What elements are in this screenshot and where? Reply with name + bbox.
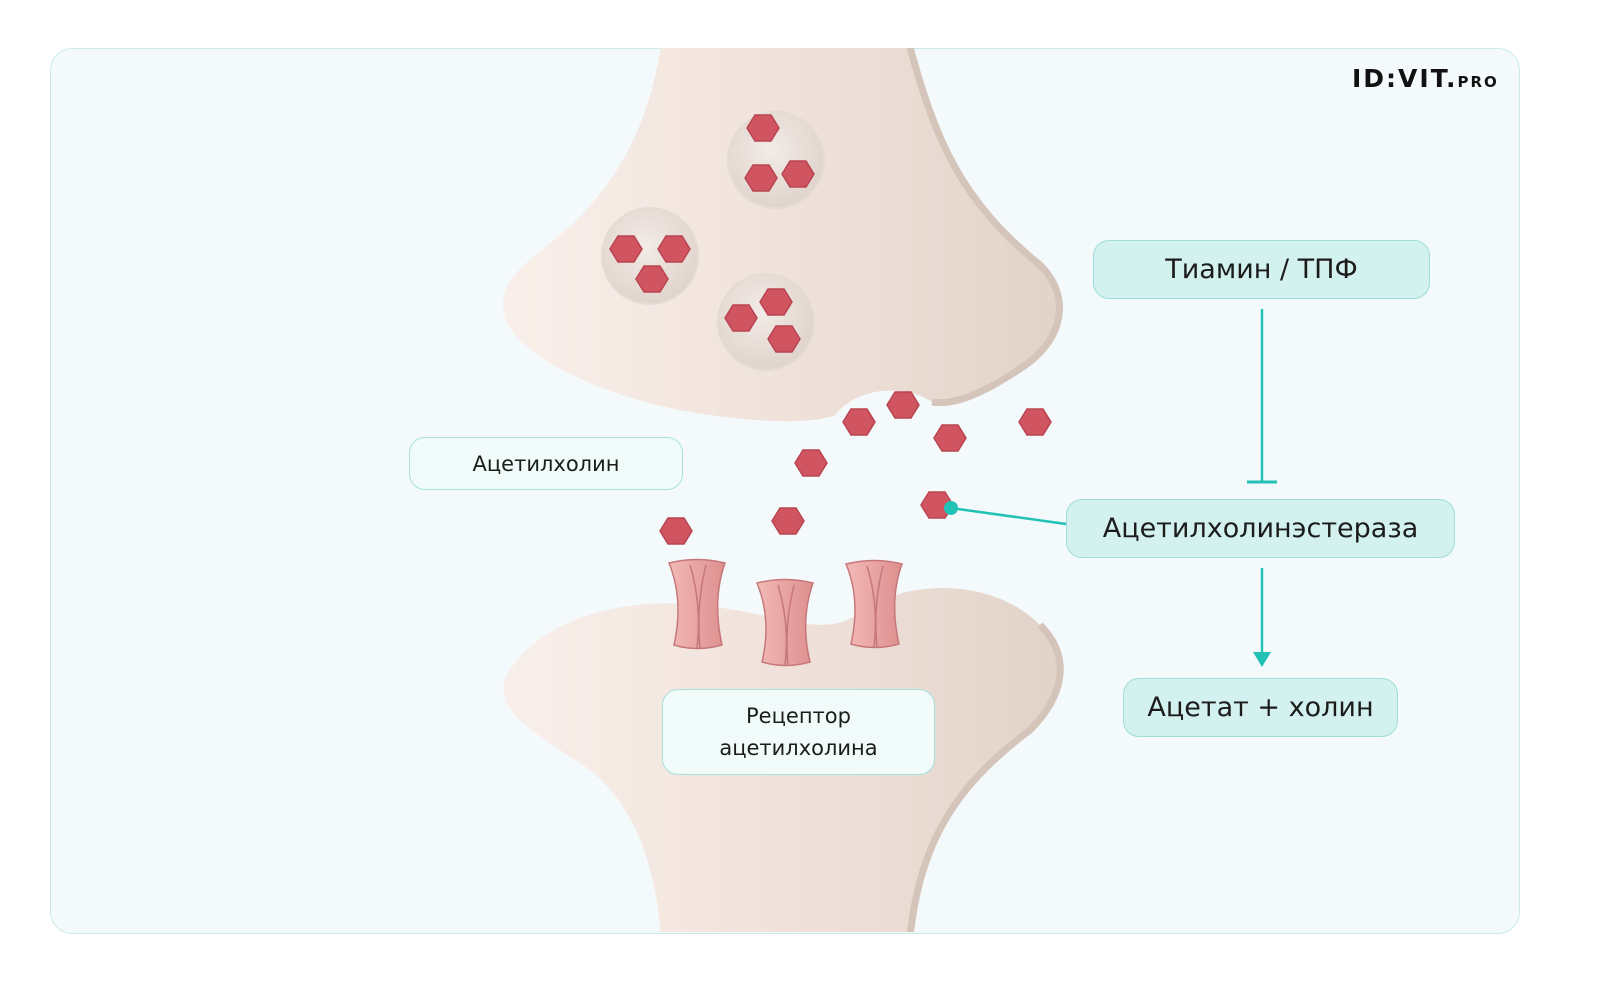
- thiamine-tpp-box: Тиамин / ТПФ: [1093, 240, 1430, 299]
- acetylcholine-molecule: [794, 449, 828, 477]
- acetylcholine-receptor: [667, 558, 726, 650]
- inhibition-connector: [1247, 309, 1277, 484]
- synaptic-vesicle: [601, 207, 699, 305]
- brand-logo: ID:VIT.PRO: [1352, 64, 1499, 93]
- receptor-label: Рецептор ацетилхолина: [662, 689, 935, 775]
- enzyme-pointer: [944, 501, 1067, 526]
- synaptic-vesicle: [717, 273, 815, 371]
- acetylcholine-receptor: [755, 578, 814, 667]
- acetylcholine-molecule: [659, 517, 693, 545]
- acetylcholine-molecules: [659, 391, 1052, 545]
- acetylcholine-molecule: [933, 424, 967, 452]
- synaptic-vesicle: [727, 111, 825, 209]
- acetylcholine-label: Ацетилхолин: [409, 437, 683, 490]
- acetylcholinesterase-box: Ацетилхолинэстераза: [1066, 499, 1455, 558]
- acetylcholine-molecule: [886, 391, 920, 419]
- acetylcholine-molecule: [842, 408, 876, 436]
- conversion-arrow: [1253, 568, 1271, 667]
- acetylcholine-molecule: [771, 507, 805, 535]
- acetylcholine-receptor: [844, 559, 903, 649]
- presynaptic-neuron: [503, 48, 1060, 422]
- acetylcholine-molecule: [1018, 408, 1052, 436]
- acetate-choline-box: Ацетат + холин: [1123, 678, 1398, 737]
